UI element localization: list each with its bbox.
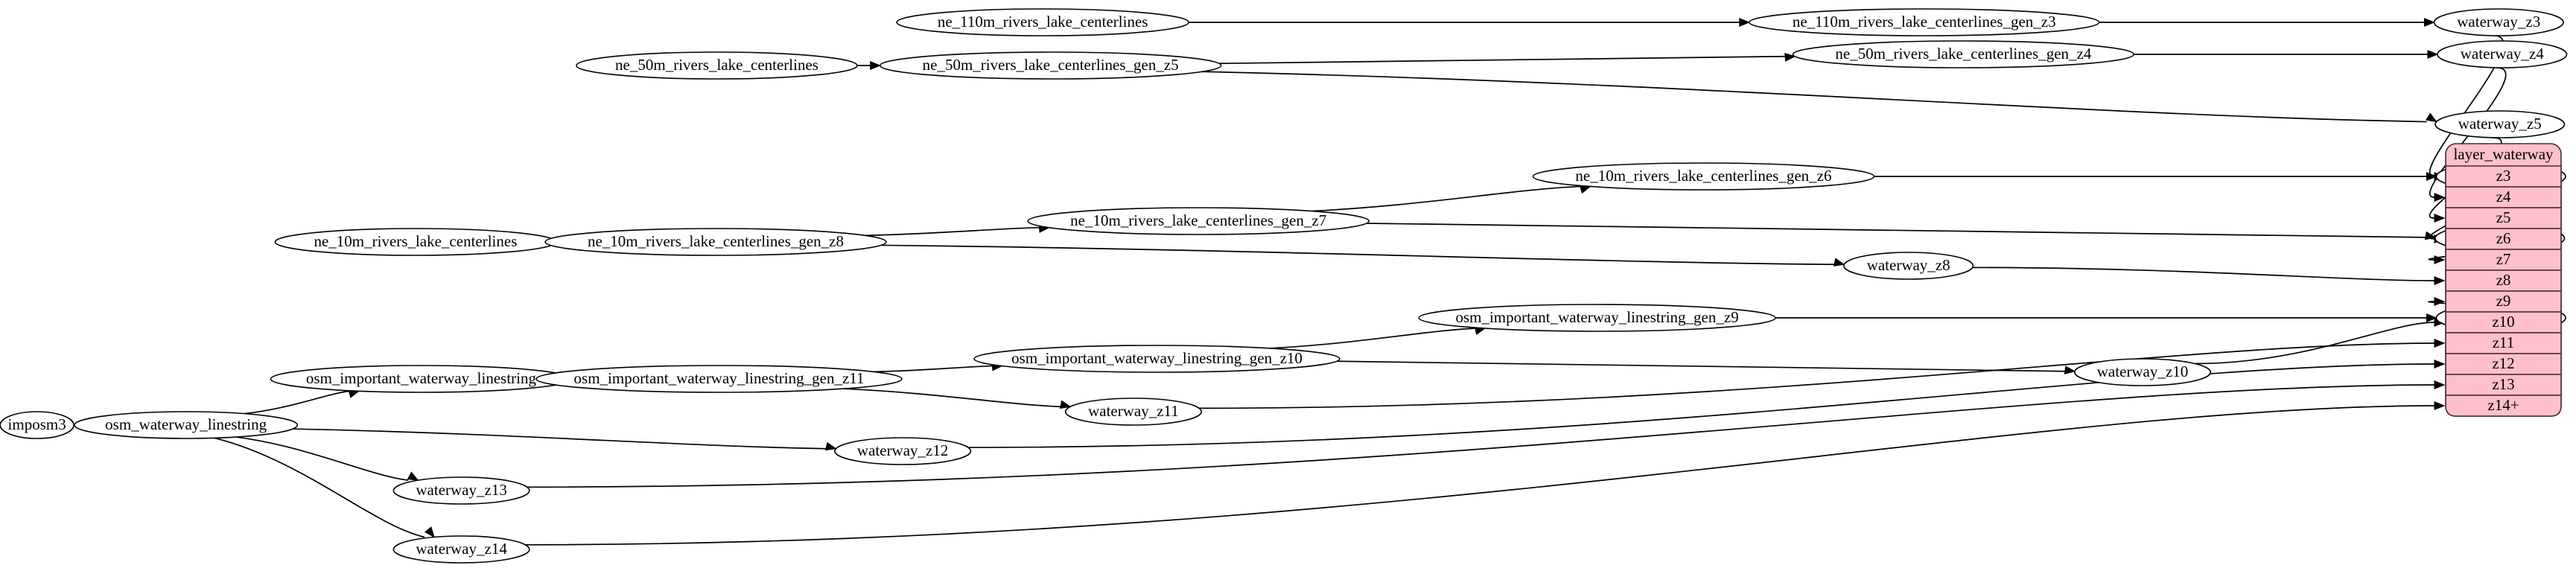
edge-osm_waterway_linestring--to--waterway_z12 <box>292 428 837 451</box>
table-row-label-z3: z3 <box>2496 167 2511 185</box>
edge-waterway_z13--to--layer_waterway_z13 <box>527 380 2446 488</box>
node-label-osm_important_waterway_linestring_gen_z11: osm_important_waterway_linestring_gen_z1… <box>574 369 865 387</box>
table-row-label-z4: z4 <box>2496 188 2511 205</box>
edge-ne_50m_rivers_lake_centerlines_gen_z4--to--waterway_z4 <box>2134 50 2439 59</box>
node-waterway_z4[interactable]: waterway_z4 <box>2437 40 2568 68</box>
edge-osm_important_waterway_linestring_gen_z11--to--waterway_z11 <box>843 388 1072 409</box>
node-osm_important_waterway_linestring_gen_z10[interactable]: osm_important_waterway_linestring_gen_z1… <box>973 345 1341 373</box>
node-label-ne_10m_rivers_lake_centerlines_gen_z6: ne_10m_rivers_lake_centerlines_gen_z6 <box>1575 167 1831 185</box>
edge-osm_important_waterway_linestring_gen_z9--to--waterway_z9 <box>1775 313 2437 322</box>
node-label-ne_10m_rivers_lake_centerlines: ne_10m_rivers_lake_centerlines <box>314 232 517 250</box>
edge-osm_waterway_linestring--to--waterway_z13 <box>236 436 419 481</box>
node-imposm3[interactable]: imposm3 <box>0 411 74 439</box>
nodes-layer: imposm3 osm_waterway_linestring ne_110m_ri… <box>0 8 2568 564</box>
edge-ne_10m_rivers_lake_centerlines_gen_z7--to--waterway_z7 <box>1366 223 2437 240</box>
node-waterway_z11[interactable]: waterway_z11 <box>1064 398 1203 426</box>
edge-osm_important_waterway_linestring_gen_z10--to--waterway_z10 <box>1336 360 2076 374</box>
edge-ne_110m_rivers_lake_centerlines_gen_z3--to--waterway_z3 <box>2099 18 2435 27</box>
edge-waterway_z8--to--layer_waterway_z8 <box>1972 267 2446 285</box>
node-label-ne_110m_rivers_lake_centerlines_gen_z3: ne_110m_rivers_lake_centerlines_gen_z3 <box>1793 13 2056 31</box>
table-row-label-z13: z13 <box>2492 375 2514 393</box>
node-label-osm_important_waterway_linestring: osm_important_waterway_linestring <box>306 369 537 387</box>
node-ne_110m_rivers_lake_centerlines[interactable]: ne_110m_rivers_lake_centerlines <box>896 8 1189 36</box>
table-node-layer: layer_waterway z3 z4 z5 z6 z7 z8 z9 z10 z11 z12 z13… <box>2445 143 2562 417</box>
table-row-label-z7: z7 <box>2496 250 2511 268</box>
node-waterway_z13[interactable]: waterway_z13 <box>392 476 530 505</box>
node-osm_important_waterway_linestring[interactable]: osm_important_waterway_linestring <box>270 365 573 393</box>
node-ne_10m_rivers_lake_centerlines[interactable]: ne_10m_rivers_lake_centerlines <box>274 228 557 256</box>
node-label-ne_110m_rivers_lake_centerlines: ne_110m_rivers_lake_centerlines <box>938 13 1148 31</box>
node-waterway_z5[interactable]: waterway_z5 <box>2435 110 2566 138</box>
node-label-waterway_z4: waterway_z4 <box>2461 45 2544 63</box>
node-label-ne_10m_rivers_lake_centerlines_gen_z7: ne_10m_rivers_lake_centerlines_gen_z7 <box>1070 211 1326 229</box>
edge-ne_50m_rivers_lake_centerlines_gen_z5--to--ne_50m_rivers_lake_centerlines_gen_z4 <box>1218 53 1796 65</box>
node-ne_50m_rivers_lake_centerlines[interactable]: ne_50m_rivers_lake_centerlines <box>576 51 858 80</box>
node-waterway_z3[interactable]: waterway_z3 <box>2433 8 2564 36</box>
edge-ne_10m_rivers_lake_centerlines_gen_z8--to--ne_10m_rivers_lake_centerlines_gen_z7 <box>865 224 1050 237</box>
table-row-label-z9: z9 <box>2496 292 2511 310</box>
table-row-z14+[interactable] <box>2445 395 2562 417</box>
table-row-label-z6: z6 <box>2496 229 2511 247</box>
table-node-layer-waterway[interactable]: layer_waterway z3 z4 z5 z6 z7 z8 z9 z10 z11 z12 z13… <box>2445 143 2562 417</box>
node-osm_waterway_linestring[interactable]: osm_waterway_linestring <box>74 411 299 439</box>
node-waterway_z8[interactable]: waterway_z8 <box>1843 252 1974 280</box>
edge-ne_50m_rivers_lake_centerlines_gen_z5--to--waterway_z5 <box>1202 71 2437 123</box>
edge-osm_important_waterway_linestring_gen_z11--to--osm_important_waterway_linestring_gen_z10 <box>874 362 1003 373</box>
node-ne_10m_rivers_lake_centerlines_gen_z8[interactable]: ne_10m_rivers_lake_centerlines_gen_z8 <box>544 228 887 256</box>
node-osm_important_waterway_linestring_gen_z11[interactable]: osm_important_waterway_linestring_gen_z1… <box>535 365 903 393</box>
node-label-waterway_z12: waterway_z12 <box>857 441 948 459</box>
table-row-label-z5: z5 <box>2496 208 2511 226</box>
table-row-label-z10: z10 <box>2492 313 2514 331</box>
edge-osm_waterway_linestring--to--waterway_z14 <box>214 437 435 538</box>
node-label-ne_50m_rivers_lake_centerlines: ne_50m_rivers_lake_centerlines <box>615 56 818 74</box>
edge-waterway_z12--to--layer_waterway_z12 <box>967 360 2446 448</box>
node-label-osm_waterway_linestring: osm_waterway_linestring <box>105 415 267 433</box>
node-label-ne_10m_rivers_lake_centerlines_gen_z8: ne_10m_rivers_lake_centerlines_gen_z8 <box>588 232 844 250</box>
node-waterway_z12[interactable]: waterway_z12 <box>834 437 972 465</box>
edges-layer <box>64 18 2507 546</box>
edge-waterway_z11--to--layer_waterway_z11 <box>1199 339 2446 409</box>
edge-ne_10m_rivers_lake_centerlines_gen_z7--to--ne_10m_rivers_lake_centerlines_gen_z6 <box>1311 185 1591 212</box>
edge-osm_important_waterway_linestring_gen_z10--to--osm_important_waterway_linestring_gen_z9 <box>1270 326 1486 349</box>
node-ne_50m_rivers_lake_centerlines_gen_z4[interactable]: ne_50m_rivers_lake_centerlines_gen_z4 <box>1792 40 2135 68</box>
node-label-ne_50m_rivers_lake_centerlines_gen_z4: ne_50m_rivers_lake_centerlines_gen_z4 <box>1835 45 2092 63</box>
edge-ne_10m_rivers_lake_centerlines_gen_z8--to--waterway_z8 <box>880 244 1845 267</box>
node-osm_important_waterway_linestring_gen_z9[interactable]: osm_important_waterway_linestring_gen_z9 <box>1418 304 1776 332</box>
node-label-osm_important_waterway_linestring_gen_z10: osm_important_waterway_linestring_gen_z1… <box>1011 349 1303 367</box>
node-waterway_z10[interactable]: waterway_z10 <box>2073 358 2212 386</box>
node-ne_110m_rivers_lake_centerlines_gen_z3[interactable]: ne_110m_rivers_lake_centerlines_gen_z3 <box>1748 8 2100 36</box>
node-label-imposm3: imposm3 <box>8 415 66 433</box>
node-label-waterway_z10: waterway_z10 <box>2097 363 2188 380</box>
edge-waterway_z14--to--layer_waterway_z14_ <box>525 401 2446 546</box>
edge-ne_10m_rivers_lake_centerlines_gen_z6--to--waterway_z6 <box>1874 172 2437 181</box>
node-label-waterway_z5: waterway_z5 <box>2458 115 2542 133</box>
table-row-label-z12: z12 <box>2492 354 2514 372</box>
node-label-waterway_z14: waterway_z14 <box>416 540 507 558</box>
node-label-ne_50m_rivers_lake_centerlines_gen_z5: ne_50m_rivers_lake_centerlines_gen_z5 <box>923 56 1179 74</box>
table-row-label-z11: z11 <box>2493 334 2515 351</box>
node-ne_50m_rivers_lake_centerlines_gen_z5[interactable]: ne_50m_rivers_lake_centerlines_gen_z5 <box>879 51 1222 80</box>
edge-waterway_z10--to--layer_waterway_z10 <box>2195 318 2446 365</box>
node-waterway_z14[interactable]: waterway_z14 <box>392 535 530 564</box>
node-label-waterway_z8: waterway_z8 <box>1867 256 1950 274</box>
table-title: layer_waterway <box>2453 145 2554 163</box>
edge-ne_50m_rivers_lake_centerlines--to--ne_50m_rivers_lake_centerlines_gen_z5 <box>857 61 882 70</box>
table-row-label-z8: z8 <box>2496 271 2511 289</box>
edge-ne_110m_rivers_lake_centerlines--to--ne_110m_rivers_lake_centerlines_gen_z3 <box>1189 18 1751 27</box>
node-ne_10m_rivers_lake_centerlines_gen_z6[interactable]: ne_10m_rivers_lake_centerlines_gen_z6 <box>1532 162 1875 191</box>
table-row-label-z14+: z14+ <box>2487 396 2519 414</box>
node-label-waterway_z11: waterway_z11 <box>1088 402 1179 420</box>
edge-osm_waterway_linestring--to--osm_important_waterway_linestring <box>244 389 360 415</box>
node-label-waterway_z3: waterway_z3 <box>2457 13 2540 31</box>
node-ne_10m_rivers_lake_centerlines_gen_z7[interactable]: ne_10m_rivers_lake_centerlines_gen_z7 <box>1027 207 1370 235</box>
node-label-osm_important_waterway_linestring_gen_z9: osm_important_waterway_linestring_gen_z9 <box>1455 308 1738 326</box>
node-label-waterway_z13: waterway_z13 <box>416 481 506 499</box>
